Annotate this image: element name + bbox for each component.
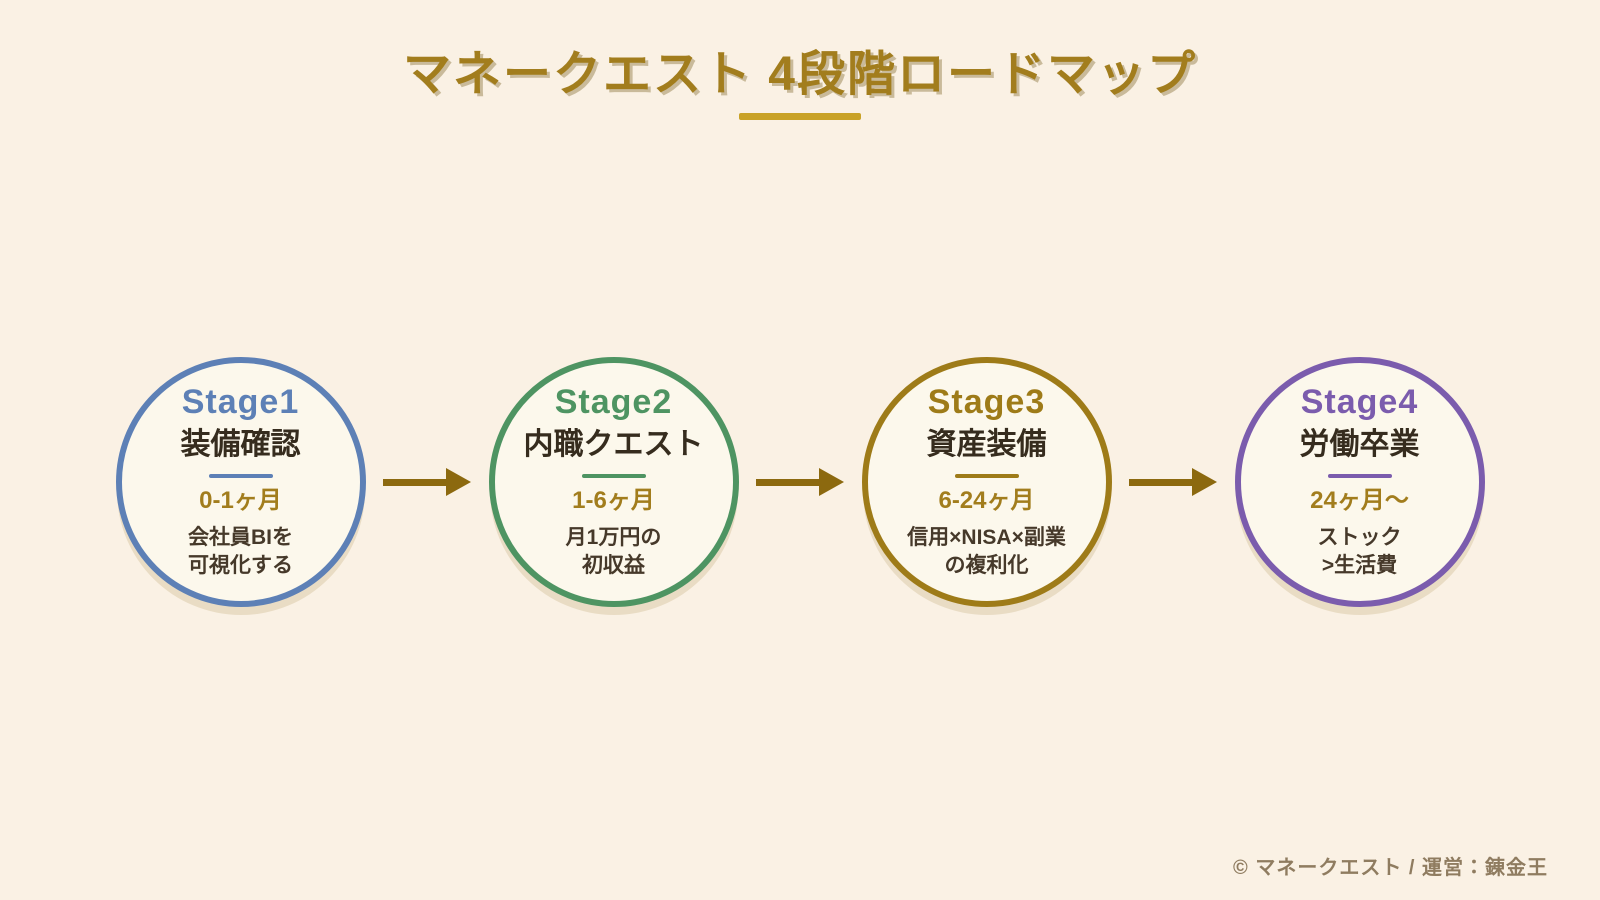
- stage-period: 1-6ヶ月: [572, 487, 655, 515]
- arrow-right-icon: [739, 468, 862, 496]
- stage-name: 資産装備: [926, 427, 1047, 461]
- stage-divider: [581, 474, 646, 479]
- footer-credit: © マネークエスト / 運営：錬金王: [1233, 857, 1548, 879]
- stage-desc: ストック >生活費: [1317, 525, 1402, 578]
- stage-name: 内職クエスト: [523, 427, 704, 461]
- title-underline: [739, 113, 861, 120]
- header: マネークエスト 4段階ロードマップ: [0, 34, 1600, 120]
- stage-circle: Stage4 労働卒業 24ヶ月〜ストック >生活費: [1234, 357, 1485, 607]
- arrow-head: [819, 468, 844, 496]
- stage-period: 24ヶ月〜: [1310, 487, 1409, 515]
- stage-label: Stage4: [1300, 382, 1419, 421]
- arrow-right-icon: [366, 468, 489, 496]
- arrow-line: [756, 478, 820, 486]
- stage-label: Stage2: [554, 382, 673, 421]
- arrow-line: [1129, 478, 1193, 486]
- stage-desc: 月1万円の 初収益: [565, 525, 662, 578]
- stage-circle: Stage2 内職クエスト 1-6ヶ月月1万円の 初収益: [488, 357, 739, 607]
- arrow-head: [1192, 468, 1217, 496]
- stage-period: 6-24ヶ月: [938, 487, 1035, 515]
- arrow-line: [383, 478, 447, 486]
- stage-desc: 会社員BIを 可視化する: [188, 525, 293, 578]
- stage-desc: 信用×NISA×副業 の複利化: [907, 525, 1066, 578]
- stage-name: 装備確認: [180, 427, 301, 461]
- stage-divider: [954, 474, 1019, 479]
- stage-divider: [208, 474, 273, 479]
- stage-circle: Stage3 資産装備 6-24ヶ月信用×NISA×副業 の複利化: [861, 357, 1112, 607]
- stage-label: Stage3: [927, 382, 1046, 421]
- page-title: マネークエスト 4段階ロードマップ: [402, 48, 1198, 101]
- stage-period: 0-1ヶ月: [199, 487, 282, 515]
- stage-divider: [1327, 474, 1392, 479]
- arrow-head: [446, 468, 471, 496]
- stage-circle: Stage1 装備確認 0-1ヶ月会社員BIを 可視化する: [115, 357, 366, 607]
- stage-label: Stage1: [181, 382, 300, 421]
- arrow-right-icon: [1112, 468, 1235, 496]
- stages-row: Stage1 装備確認 0-1ヶ月会社員BIを 可視化する Stage2 内職クエスト 1…: [0, 357, 1600, 607]
- stage-name: 労働卒業: [1299, 427, 1420, 461]
